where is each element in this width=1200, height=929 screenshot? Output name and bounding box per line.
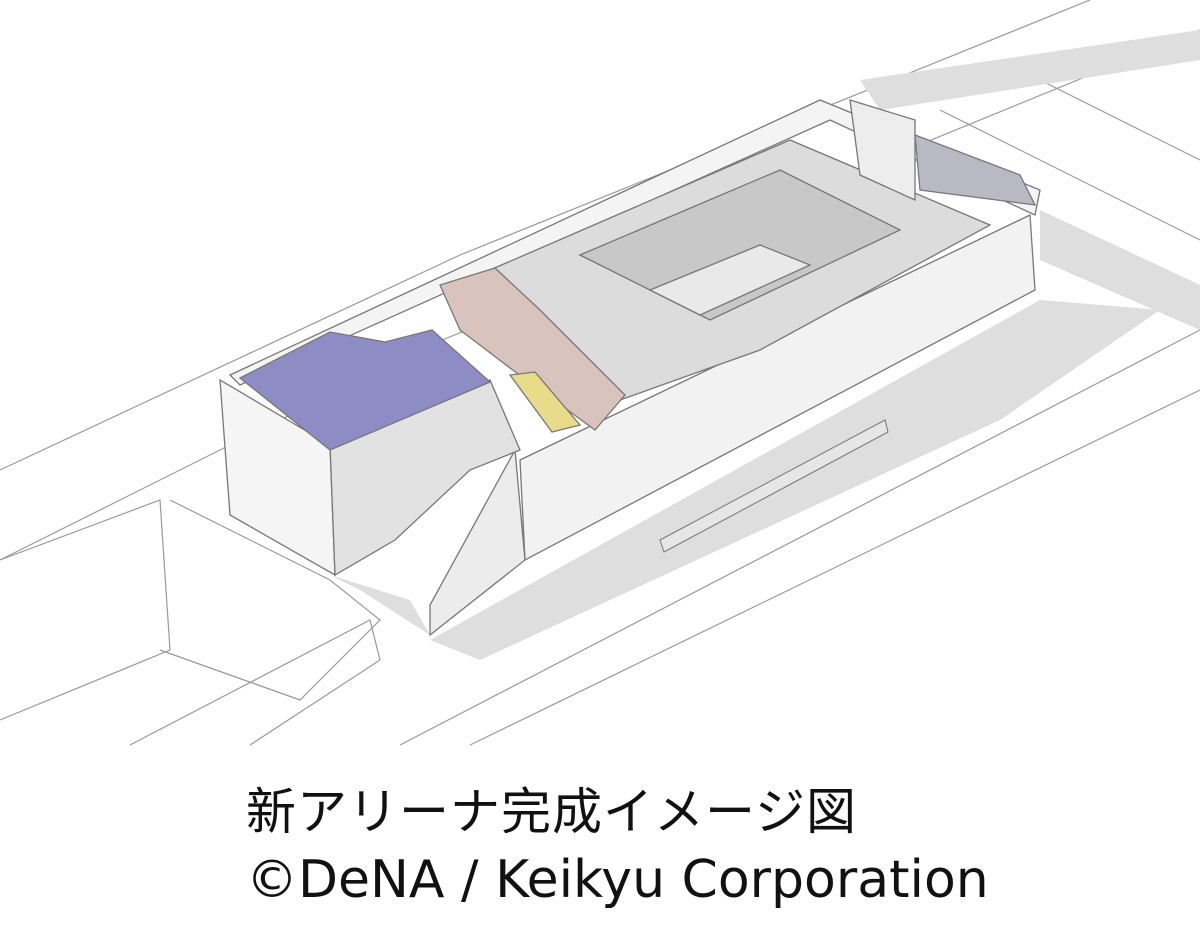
caption-credit: ©DeNA / Keikyu Corporation <box>246 850 989 910</box>
arena-building <box>219 99 1041 637</box>
caption-title: 新アリーナ完成イメージ図 <box>246 783 857 841</box>
arena-isometric-illustration <box>0 0 1200 746</box>
train-on-tracks <box>659 419 889 553</box>
